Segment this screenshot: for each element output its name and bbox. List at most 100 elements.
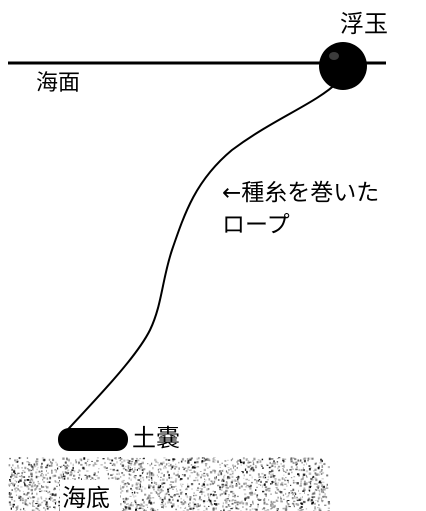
seabed-speckle [225, 487, 227, 489]
seabed-speckle [259, 459, 262, 462]
seabed-speckle [278, 457, 281, 459]
seabed-speckle [320, 483, 324, 486]
seabed-speckle [325, 487, 328, 489]
seabed-speckle [14, 490, 18, 493]
seabed-speckle [229, 485, 231, 488]
seabed-speckle [187, 485, 190, 488]
seabed-speckle [231, 490, 234, 493]
seabed-speckle [120, 463, 122, 465]
seabed-speckle [259, 460, 262, 463]
seabed-speckle [9, 479, 11, 481]
seabed-speckle [300, 469, 303, 472]
seabed-speckle [138, 488, 141, 490]
seabed-speckle [257, 498, 260, 501]
seabed-speckle [53, 475, 57, 477]
seabed-speckle [88, 475, 91, 478]
seabed-speckle [291, 502, 294, 505]
seabed-speckle [235, 484, 238, 487]
seabed-speckle [248, 486, 251, 488]
seabed-speckle [51, 497, 53, 500]
seabed-speckle [119, 459, 122, 462]
seabed-speckle [265, 495, 267, 497]
seabed-speckle [189, 498, 192, 501]
seabed-speckle [194, 494, 198, 497]
seabed-speckle [275, 484, 277, 486]
seabed-speckle [321, 459, 323, 463]
seabed-speckle [146, 476, 148, 479]
seabed-speckle [171, 505, 173, 508]
seabed-speckle [273, 475, 276, 477]
seabed-speckle [278, 470, 280, 472]
seabed-speckle [133, 470, 135, 472]
seabed-speckle [277, 467, 279, 470]
seabed-speckle [135, 509, 137, 511]
seabed-speckle [135, 460, 138, 462]
seabed-speckle [47, 472, 49, 474]
seabed-speckle [129, 495, 132, 497]
seabed-speckle [58, 482, 60, 484]
seabed-speckle [18, 495, 21, 498]
seabed-speckle [223, 508, 225, 510]
seabed-speckle [24, 466, 27, 470]
seabed-speckle [261, 465, 263, 467]
seabed-speckle [96, 460, 99, 462]
seabed-speckle [168, 474, 170, 477]
seabed-speckle [311, 492, 315, 495]
seabed-speckle [129, 462, 133, 465]
seabed-speckle [189, 457, 192, 460]
seabed-speckle [308, 468, 311, 471]
seabed-speckle [33, 505, 36, 507]
seabed-speckle [248, 479, 250, 481]
seabed-speckle [314, 462, 317, 466]
seabed-speckle [97, 471, 99, 474]
seabed-speckle [222, 505, 224, 508]
seabed-speckle [187, 466, 190, 468]
seabed-speckle [81, 478, 82, 480]
seabed-speckle [213, 457, 216, 458]
seabed-speckle [27, 468, 29, 470]
seabed-speckle [61, 465, 63, 467]
seabed-speckle [263, 507, 266, 510]
seabed-speckle [123, 486, 125, 488]
seabed-speckle [44, 508, 46, 511]
seabed-speckle [8, 501, 11, 504]
seabed-speckle [198, 505, 201, 507]
seabed-speckle [317, 485, 320, 488]
seabed-speckle [38, 471, 41, 473]
seabed-speckle [14, 479, 16, 482]
seabed-speckle [266, 490, 268, 492]
seabed-speckle [296, 466, 298, 468]
seabed-speckle [16, 473, 19, 476]
seabed-speckle [295, 493, 297, 495]
seabed-speckle [258, 499, 261, 501]
seabed-speckle [325, 486, 328, 488]
seabed-speckle [308, 497, 311, 500]
seabed-speckle [212, 469, 215, 472]
seabed-speckle [155, 491, 157, 494]
seabed-speckle [290, 490, 293, 492]
seabed-speckle [11, 469, 13, 471]
seabed-speckle [9, 493, 11, 496]
seabed-speckle [39, 503, 42, 506]
seabed-speckle [157, 489, 159, 491]
seabed-speckle [321, 481, 325, 483]
seabed-speckle [225, 501, 228, 504]
seabed-speckle [323, 463, 326, 465]
seabed-speckle [128, 462, 131, 465]
seabed-speckle [265, 481, 268, 483]
seabed-speckle [201, 473, 204, 477]
seabed-speckle [55, 470, 57, 473]
seabed-speckle [47, 506, 50, 508]
seabed-speckle [313, 492, 316, 495]
seabed-speckle [187, 461, 190, 464]
seabed-speckle [15, 506, 17, 509]
seabed-speckle [168, 465, 171, 467]
seabed-speckle [282, 484, 284, 487]
seabed-speckle [172, 458, 175, 461]
seabed-speckle [34, 488, 36, 491]
seabed-speckle [264, 474, 267, 476]
seabed-speckle [158, 471, 160, 474]
seabed-speckle [218, 471, 221, 473]
seabed-speckle [191, 457, 193, 460]
seabed-speckle [29, 479, 31, 482]
